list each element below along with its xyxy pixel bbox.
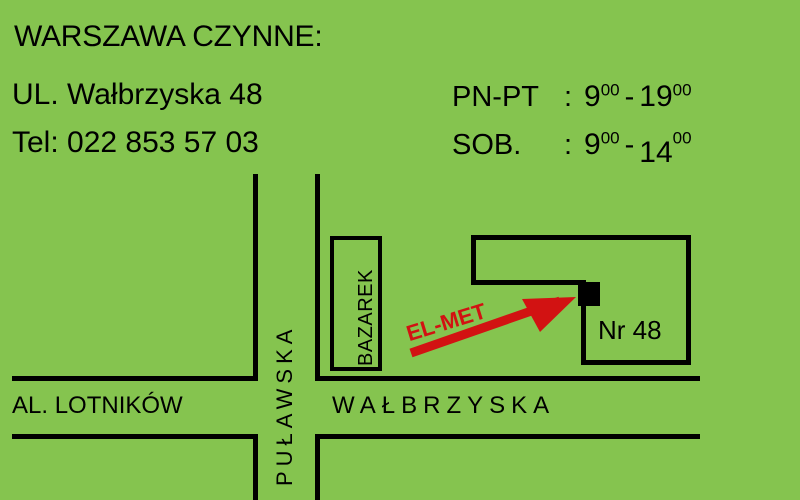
street-walbrzyska-north-edge bbox=[315, 376, 700, 381]
opening-hours-weekday: PN-PT:900-1900 bbox=[452, 80, 692, 114]
hours-open-minutes: 00 bbox=[600, 80, 620, 100]
hours-open-hour: 9 bbox=[584, 80, 601, 113]
street-pulawska-east-edge-upper bbox=[315, 174, 320, 380]
hours-days-label: SOB. bbox=[452, 129, 522, 161]
hours-dash: - bbox=[624, 81, 635, 113]
elmet-arrow-icon bbox=[409, 296, 576, 358]
street-pulawska-west-edge-upper bbox=[253, 174, 258, 380]
landmark-label-bazarek: BAZAREK bbox=[355, 269, 377, 366]
hours-close-hour: 14 bbox=[639, 136, 673, 169]
building-outline-bottom bbox=[581, 360, 691, 365]
building-number-label: Nr 48 bbox=[598, 315, 662, 345]
building-outline-left bbox=[471, 235, 476, 285]
hours-open-minutes: 00 bbox=[600, 128, 620, 148]
opening-hours-saturday: SOB.:900-1400 bbox=[452, 128, 692, 169]
hours-dash: - bbox=[624, 129, 635, 161]
shop-location-marker-icon bbox=[578, 282, 600, 306]
hours-open-hour: 9 bbox=[584, 128, 601, 161]
hours-days-label: PN-PT bbox=[452, 81, 539, 113]
hours-close-minutes: 00 bbox=[672, 128, 692, 148]
address-line: UL. Wałbrzyska 48 bbox=[12, 78, 263, 111]
street-label-walbrzyska: WAŁBRZYSKA bbox=[332, 392, 556, 419]
hours-separator: : bbox=[564, 81, 573, 113]
page-title: WARSZAWA CZYNNE: bbox=[14, 20, 323, 53]
street-lotnikow-north-edge bbox=[12, 376, 258, 381]
building-outline-step bbox=[471, 280, 586, 285]
street-walbrzyska-south-edge bbox=[315, 434, 700, 439]
building-outline-right bbox=[686, 235, 691, 365]
street-pulawska-east-edge-lower bbox=[315, 437, 320, 500]
street-pulawska-west-edge-lower bbox=[253, 437, 258, 500]
landmark-bazarek: BAZAREK bbox=[330, 236, 382, 371]
building-outline-top bbox=[471, 235, 691, 240]
street-lotnikow-south-edge bbox=[12, 434, 258, 439]
building-outline-inner-vertical bbox=[581, 280, 586, 365]
street-label-lotnikow: AL. LOTNIKÓW bbox=[12, 392, 183, 419]
hours-close-minutes: 00 bbox=[672, 80, 692, 100]
street-label-pulawska: PUŁAWSKA bbox=[272, 324, 297, 486]
hours-separator: : bbox=[564, 129, 573, 161]
hours-close-hour: 19 bbox=[639, 80, 673, 113]
phone-line: Tel: 022 853 57 03 bbox=[12, 126, 259, 159]
